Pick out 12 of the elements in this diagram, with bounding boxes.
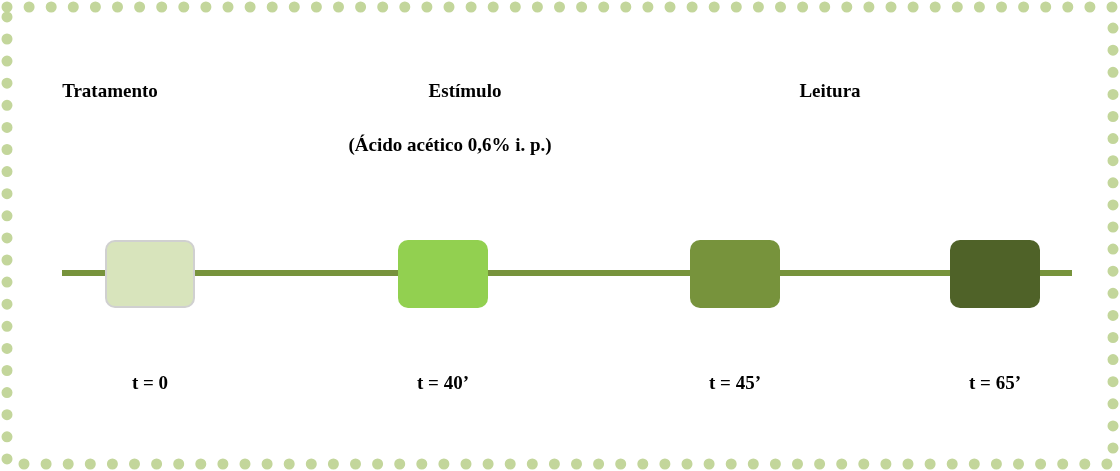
phase-heading: Estímulo xyxy=(428,80,502,102)
timepoint-box xyxy=(105,240,195,308)
timepoint-box xyxy=(690,240,780,308)
timepoint-box xyxy=(950,240,1040,308)
time-label: t = 65’ xyxy=(969,372,1021,394)
stimulus-note: (Ácido acético 0,6% i. p.) xyxy=(348,134,552,156)
time-label: t = 0 xyxy=(131,372,169,394)
timepoint-box xyxy=(398,240,488,308)
time-label: t = 40’ xyxy=(417,372,469,394)
time-label: t = 45’ xyxy=(709,372,761,394)
phase-heading: Leitura xyxy=(799,80,861,102)
phase-heading: Tratamento xyxy=(62,80,158,102)
